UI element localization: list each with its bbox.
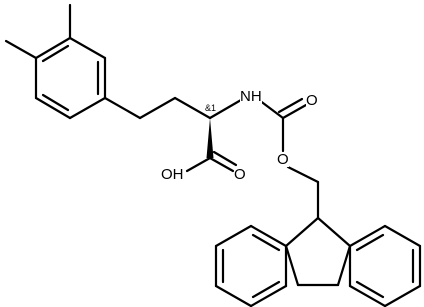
- left-ring-double-bond-inner: [251, 280, 281, 299]
- left-ring-double-bond-inner: [251, 233, 281, 252]
- right-ring-bond: [348, 224, 387, 248]
- stereo-center-label: &1: [205, 103, 217, 113]
- ester-oxygen-label: O: [277, 151, 289, 168]
- right-ring-bond: [383, 224, 422, 248]
- right-ring-double-bond-inner: [355, 280, 385, 299]
- right-ring-bond: [348, 284, 387, 307]
- hydroxyl-label: OH: [161, 166, 184, 183]
- acid-oxygen-label: O: [234, 166, 246, 183]
- fluorenyl-group: [214, 216, 422, 307]
- carbamate-c-o-double-bond: [281, 103, 308, 120]
- chain-bond: [138, 96, 177, 120]
- stereo-wedge-bond: [206, 118, 214, 158]
- n-c-bond: [257, 98, 285, 120]
- five-ring-bond: [284, 216, 320, 248]
- ring-double-bond-inner: [41, 93, 70, 112]
- methyl-bond-4: [4, 39, 38, 60]
- right-ring-bond: [383, 284, 422, 307]
- acid-c-o-double-bond: [208, 156, 235, 173]
- left-ring-bond: [214, 284, 253, 307]
- side-chain: [103, 96, 243, 158]
- chain-bond: [103, 96, 142, 120]
- fmoc-carbamate: [257, 97, 320, 220]
- ring-double-bond-inner: [41, 44, 70, 63]
- dimethylphenyl-ring: [4, 3, 107, 120]
- carbonyl-oxygen-label: O: [306, 92, 318, 109]
- ring-bond: [34, 96, 72, 120]
- right-ring-double-bond-inner: [355, 233, 385, 252]
- nh-label: NH: [240, 88, 262, 105]
- ring-bond: [68, 96, 107, 120]
- acid-c-oh-bond: [185, 156, 212, 173]
- ring-bond: [68, 36, 107, 60]
- five-ring-bond: [284, 244, 300, 287]
- five-ring-bond: [336, 244, 352, 287]
- left-ring-bond: [214, 224, 253, 248]
- carboxylic-acid: [185, 150, 238, 173]
- left-ring-bond: [249, 224, 288, 248]
- alpha-to-nitrogen-bond: [208, 98, 243, 120]
- five-ring-bond: [316, 216, 352, 248]
- chain-bond: [173, 96, 212, 120]
- acid-c-o-double-bond-second: [212, 150, 238, 167]
- left-ring-bond: [249, 284, 288, 307]
- ring-bond: [34, 36, 72, 60]
- carbamate-c-o-double-bond-second: [277, 97, 304, 114]
- o-ch2-bond: [286, 165, 320, 184]
